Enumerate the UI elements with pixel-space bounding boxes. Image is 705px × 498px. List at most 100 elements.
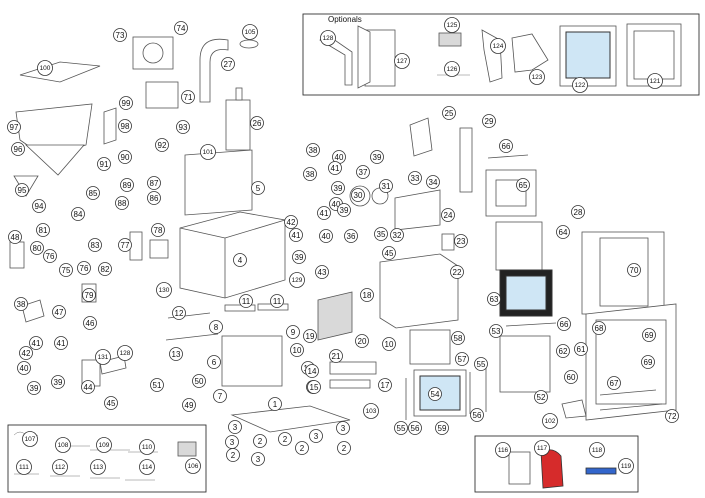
callout-number: 40: [332, 200, 341, 209]
callout-110: 110: [139, 439, 155, 455]
callout-41: 41: [328, 161, 342, 175]
callout-41: 41: [29, 336, 43, 350]
callout-number: 78: [154, 226, 163, 235]
callout-number: 113: [93, 464, 104, 471]
callout-number: 14: [308, 367, 317, 376]
callout-number: 10: [293, 346, 302, 355]
callout-35: 35: [374, 227, 388, 241]
callout-number: 56: [411, 424, 420, 433]
callout-3: 3: [228, 420, 242, 434]
callout-18: 18: [360, 288, 374, 302]
callout-number: 3: [233, 423, 238, 432]
callout-39: 39: [292, 250, 306, 264]
callout-4: 4: [233, 253, 247, 267]
callout-34: 34: [426, 175, 440, 189]
callout-number: 61: [577, 345, 586, 354]
callout-number: 111: [19, 464, 29, 471]
callout-number: 32: [393, 231, 402, 240]
callout-number: 34: [429, 178, 438, 187]
callout-number: 2: [231, 451, 236, 460]
callout-number: 124: [493, 43, 504, 50]
callout-24: 24: [441, 208, 455, 222]
callout-number: 4: [238, 256, 243, 265]
callout-number: 131: [98, 354, 109, 361]
callout-130: 130: [156, 282, 172, 298]
callout-46: 46: [83, 316, 97, 330]
callout-68: 68: [592, 321, 606, 335]
callout-number: 79: [85, 291, 94, 300]
callout-number: 29: [485, 117, 494, 126]
callout-14: 14: [305, 364, 319, 378]
callout-number: 116: [498, 447, 509, 454]
callout-number: 5: [256, 184, 261, 193]
callout-73: 73: [113, 28, 127, 42]
callout-number: 66: [502, 142, 511, 151]
callout-number: 53: [492, 327, 501, 336]
callout-81: 81: [36, 223, 50, 237]
callout-62: 62: [556, 344, 570, 358]
callout-122: 122: [572, 77, 588, 93]
callout-number: 108: [58, 442, 69, 449]
callout-number: 45: [385, 249, 394, 258]
callout-60: 60: [564, 370, 578, 384]
callout-number: 105: [245, 29, 256, 36]
callout-number: 39: [373, 153, 382, 162]
callout-number: 28: [574, 208, 583, 217]
wiring-panel: [7, 424, 207, 493]
callout-45: 45: [382, 246, 396, 260]
callout-number: 70: [630, 266, 639, 275]
callout-number: 52: [537, 393, 546, 402]
callout-number: 10: [385, 340, 394, 349]
callout-78: 78: [151, 223, 165, 237]
callout-number: 109: [99, 442, 110, 449]
callout-9: 9: [286, 325, 300, 339]
callout-127: 127: [394, 53, 410, 69]
callout-53: 53: [489, 324, 503, 338]
callout-number: 123: [532, 74, 543, 81]
callout-33: 33: [408, 171, 422, 185]
callout-number: 51: [153, 381, 162, 390]
callout-number: 127: [397, 58, 408, 65]
callout-number: 86: [150, 194, 159, 203]
callout-number: 41: [32, 339, 41, 348]
callout-23: 23: [454, 234, 468, 248]
callout-number: 118: [592, 447, 603, 454]
callout-69: 69: [641, 355, 655, 369]
callout-number: 39: [334, 184, 343, 193]
callout-100: 100: [37, 60, 53, 76]
callout-32: 32: [390, 228, 404, 242]
callout-number: 90: [121, 153, 130, 162]
optionals-title: Optionals: [328, 15, 362, 24]
callout-47: 47: [52, 305, 66, 319]
callout-70: 70: [627, 263, 641, 277]
callout-number: 87: [150, 179, 159, 188]
callout-number: 50: [195, 377, 204, 386]
callout-66: 66: [557, 317, 571, 331]
callout-3: 3: [336, 421, 350, 435]
callout-number: 62: [559, 347, 568, 356]
callout-38: 38: [306, 143, 320, 157]
callout-30: 30: [351, 188, 365, 202]
callout-number: 91: [100, 160, 109, 169]
callout-number: 69: [645, 331, 654, 340]
callout-number: 129: [292, 277, 303, 284]
callout-number: 122: [575, 82, 586, 89]
callout-58: 58: [451, 331, 465, 345]
callout-86: 86: [147, 191, 161, 205]
callout-56: 56: [470, 408, 484, 422]
callout-number: 81: [39, 226, 48, 235]
callout-number: 12: [175, 309, 184, 318]
callout-number: 48: [11, 233, 20, 242]
callout-number: 101: [203, 149, 214, 156]
callout-number: 18: [363, 291, 372, 300]
callout-number: 40: [20, 364, 29, 373]
callout-number: 2: [300, 444, 305, 453]
callout-28: 28: [571, 205, 585, 219]
callout-number: 38: [17, 300, 26, 309]
callout-38: 38: [303, 167, 317, 181]
callout-number: 33: [411, 174, 420, 183]
callout-number: 97: [10, 123, 19, 132]
callout-50: 50: [192, 374, 206, 388]
callout-101: 101: [200, 144, 216, 160]
callout-87: 87: [147, 176, 161, 190]
